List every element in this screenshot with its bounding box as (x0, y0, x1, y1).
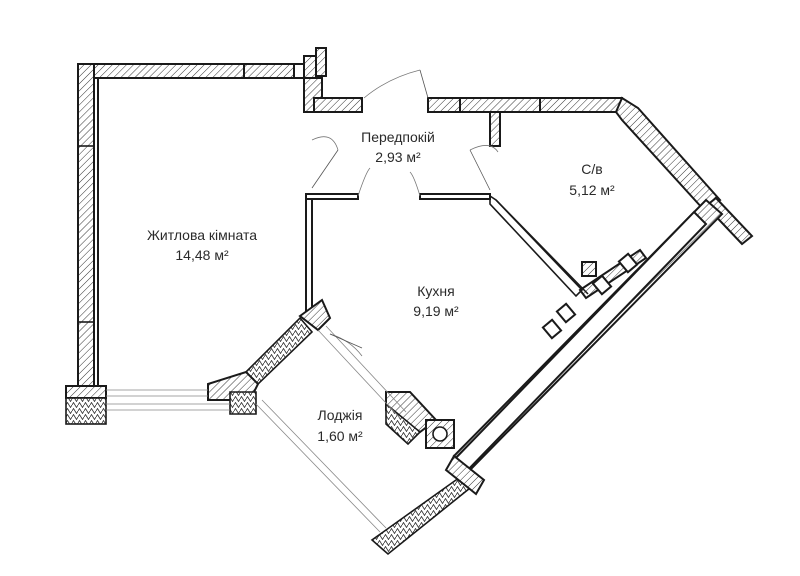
left-wall (77, 63, 99, 387)
room-name-hall: Передпокій (361, 129, 435, 145)
room-bath: С/в 5,12 м² (569, 161, 615, 198)
top-wall-living (93, 47, 327, 79)
door-swings (311, 69, 499, 357)
kitchen-outer-wall (448, 198, 724, 478)
bath-partition (489, 194, 589, 298)
loggia-walls (207, 298, 486, 556)
room-area-hall: 2,93 м² (375, 149, 421, 165)
room-kitchen: Кухня 9,19 м² (413, 283, 459, 319)
room-area-bath: 5,12 м² (569, 182, 615, 198)
interior-partitions (305, 193, 491, 317)
room-loggia: Лоджія 1,60 м² (317, 407, 363, 444)
room-name-loggia: Лоджія (318, 407, 363, 423)
hall-walls (303, 77, 623, 147)
living-window (65, 385, 230, 425)
room-living: Житлова кімната 14,48 м² (147, 227, 257, 263)
room-area-loggia: 1,60 м² (317, 428, 363, 444)
room-name-living: Житлова кімната (147, 227, 257, 243)
room-name-kitchen: Кухня (417, 283, 454, 299)
room-area-living: 14,48 м² (175, 247, 229, 263)
room-area-kitchen: 9,19 м² (413, 303, 459, 319)
room-hall: Передпокій 2,93 м² (361, 129, 435, 165)
room-name-bath: С/в (581, 161, 602, 177)
